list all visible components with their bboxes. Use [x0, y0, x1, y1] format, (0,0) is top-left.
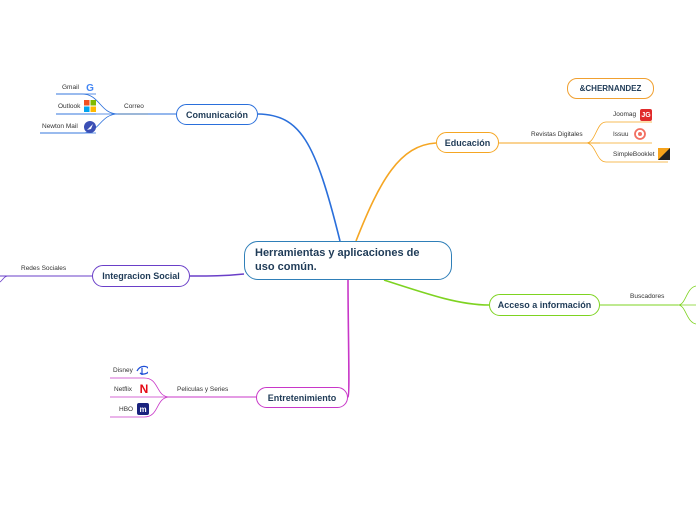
hbo-icon: m — [137, 403, 149, 415]
link-root-social — [189, 273, 245, 277]
root-topic-label: Herramientas y aplicaciones de uso común… — [255, 247, 420, 273]
link-peliculas-hbo — [110, 396, 171, 418]
topic-acceso-informacion[interactable]: Acceso a información — [489, 294, 600, 316]
joomag-icon: JG — [640, 109, 652, 121]
topic-acceso-informacion-label: Acceso a información — [497, 300, 592, 310]
link-revistas-joomag — [585, 121, 652, 144]
topic-entretenimiento-label: Entretenimiento — [267, 392, 337, 403]
google-icon: G — [86, 82, 94, 94]
subtopic-revistas-digitales[interactable]: Revistas Digitales — [531, 131, 583, 138]
topic-integracion-social[interactable]: Integracion Social — [92, 265, 190, 287]
topic-comunicacion[interactable]: Comunicación — [176, 104, 258, 125]
item-joomag[interactable]: Joomag — [613, 111, 637, 118]
link-root-acceso — [383, 279, 490, 306]
microsoft-icon — [84, 100, 96, 112]
topic-educacion[interactable]: Educación — [436, 132, 499, 153]
root-topic[interactable]: Herramientas y aplicaciones de uso común… — [244, 241, 452, 280]
item-outlook[interactable]: Outlook — [58, 103, 81, 110]
link-root-comunicacion — [257, 113, 341, 242]
topic-comunicacion-label: Comunicación — [185, 109, 248, 120]
item-simplebooklet[interactable]: SimpleBooklet — [613, 151, 655, 158]
netflix-icon: N — [139, 382, 149, 396]
item-gmail[interactable]: Gmail — [62, 84, 79, 91]
item-hbo[interactable]: HBO — [119, 406, 134, 413]
item-disney[interactable]: Disney — [113, 367, 133, 374]
subtopic-correo[interactable]: Correo — [124, 103, 144, 110]
item-netflix[interactable]: Netflix — [114, 386, 133, 393]
issuu-icon — [634, 128, 646, 140]
item-newton-mail[interactable]: Newton Mail — [42, 123, 78, 130]
item-issuu[interactable]: Issuu — [613, 131, 629, 138]
link-root-educacion — [355, 142, 437, 242]
topic-educacion-label: Educación — [444, 137, 491, 148]
author-tag[interactable]: &CHERNANDEZ — [567, 78, 654, 99]
simplebooklet-icon — [658, 148, 670, 160]
topic-entretenimiento[interactable]: Entretenimiento — [256, 387, 348, 408]
topic-integracion-social-label: Integracion Social — [102, 271, 180, 281]
disney-icon — [136, 364, 148, 376]
newton-icon — [84, 121, 96, 133]
subtopic-peliculas-series[interactable]: Peliculas y Series — [177, 386, 229, 393]
link-buscadores-items — [677, 285, 696, 325]
link-peliculas-disney — [110, 377, 171, 398]
subtopic-buscadores[interactable]: Buscadores — [630, 293, 665, 300]
link-revistas-simplebooklet — [585, 142, 668, 163]
link-root-entretenimiento — [347, 279, 350, 398]
subtopic-redes-sociales[interactable]: Redes Sociales — [21, 265, 67, 272]
